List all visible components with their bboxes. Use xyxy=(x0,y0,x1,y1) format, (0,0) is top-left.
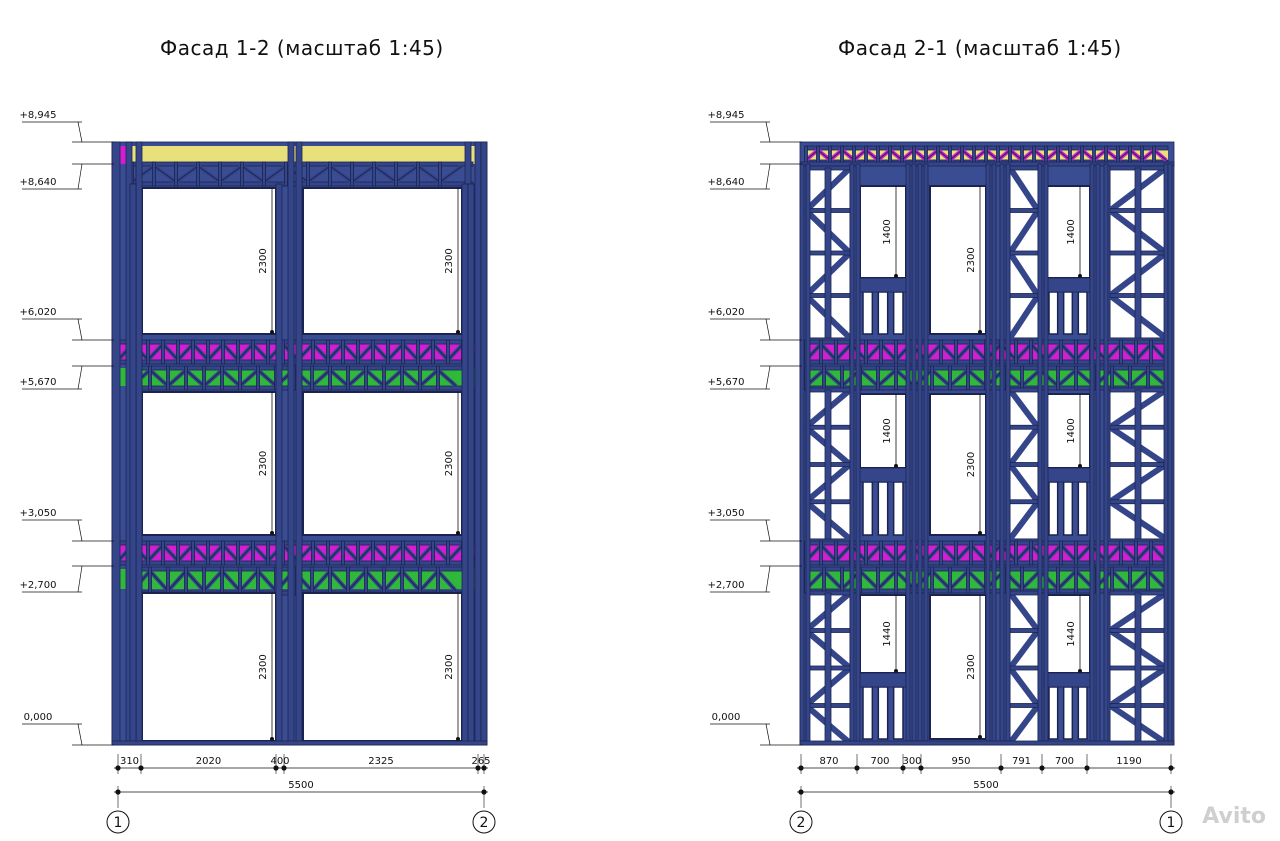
segment-dim: 265 xyxy=(471,756,490,767)
window-opening xyxy=(141,187,277,335)
segment-dim: 2020 xyxy=(196,756,221,767)
opening-height-dim: 1440 xyxy=(1066,621,1077,646)
segment-dim: 870 xyxy=(819,756,838,767)
level-mark: +6,020 xyxy=(707,307,744,318)
opening-height-dim: 2300 xyxy=(966,654,977,679)
facade-2-1-title: Фасад 2-1 (масштаб 1:45) xyxy=(838,36,1122,60)
door-opening xyxy=(929,594,987,740)
opening-height-dim: 2300 xyxy=(258,654,269,679)
window-opening xyxy=(141,592,277,742)
level-mark: +3,050 xyxy=(707,508,744,519)
opening-height-dim: 1400 xyxy=(882,219,893,244)
facade-1-2-title: Фасад 1-2 (масштаб 1:45) xyxy=(160,36,444,60)
window-opening xyxy=(302,592,463,742)
level-mark: 0,000 xyxy=(712,712,741,723)
window-opening xyxy=(141,391,277,536)
level-mark: +5,670 xyxy=(707,377,744,388)
avito-watermark: Avito xyxy=(1202,804,1266,829)
axis-label: 2 xyxy=(480,815,489,831)
axis-bubble xyxy=(472,810,496,834)
opening-height-dim: 2300 xyxy=(444,654,455,679)
segment-dim: 1190 xyxy=(1116,756,1141,767)
axis-bubble xyxy=(789,810,813,834)
total-dim: 5500 xyxy=(288,780,313,791)
window-opening xyxy=(302,391,463,536)
opening-height-dim: 2300 xyxy=(966,452,977,477)
level-mark: +8,640 xyxy=(19,177,56,188)
level-mark: 0,000 xyxy=(24,712,53,723)
level-mark: +2,700 xyxy=(19,580,56,591)
window-opening xyxy=(859,185,907,279)
level-mark: +8,945 xyxy=(19,110,56,121)
axis-label: 1 xyxy=(1167,815,1176,831)
opening-height-dim: 2300 xyxy=(444,451,455,476)
segment-dim: 950 xyxy=(951,756,970,767)
segment-dim: 791 xyxy=(1012,756,1031,767)
level-mark: +3,050 xyxy=(19,508,56,519)
door-opening xyxy=(929,393,987,536)
opening-height-dim: 1440 xyxy=(882,621,893,646)
window-opening xyxy=(302,187,463,335)
segment-dim: 400 xyxy=(270,756,289,767)
segment-dim: 310 xyxy=(120,756,139,767)
segment-dim: 300 xyxy=(902,756,921,767)
level-mark: +2,700 xyxy=(707,580,744,591)
level-mark: +8,640 xyxy=(707,177,744,188)
axis-bubble xyxy=(1159,810,1183,834)
level-mark: +5,670 xyxy=(19,377,56,388)
level-mark: +6,020 xyxy=(19,307,56,318)
window-opening xyxy=(859,393,907,469)
opening-height-dim: 2300 xyxy=(444,248,455,273)
axis-label: 2 xyxy=(797,815,806,831)
segment-dim: 700 xyxy=(870,756,889,767)
axis-bubble xyxy=(106,810,130,834)
opening-height-dim: 2300 xyxy=(258,451,269,476)
facade-1-2: 2300 2300 2300 2300 2300 2300 +8,945 +8,640 +6,0… xyxy=(19,110,496,834)
total-dim: 5500 xyxy=(973,780,998,791)
opening-height-dim: 1400 xyxy=(1066,418,1077,443)
level-mark: +8,945 xyxy=(707,110,744,121)
segment-dim: 2325 xyxy=(368,756,393,767)
door-opening xyxy=(929,185,987,335)
axis-label: 1 xyxy=(114,815,123,831)
opening-height-dim: 1400 xyxy=(882,418,893,443)
segment-dim: 700 xyxy=(1055,756,1074,767)
opening-height-dim: 1400 xyxy=(1066,219,1077,244)
opening-height-dim: 2300 xyxy=(258,248,269,273)
opening-height-dim: 2300 xyxy=(966,247,977,272)
